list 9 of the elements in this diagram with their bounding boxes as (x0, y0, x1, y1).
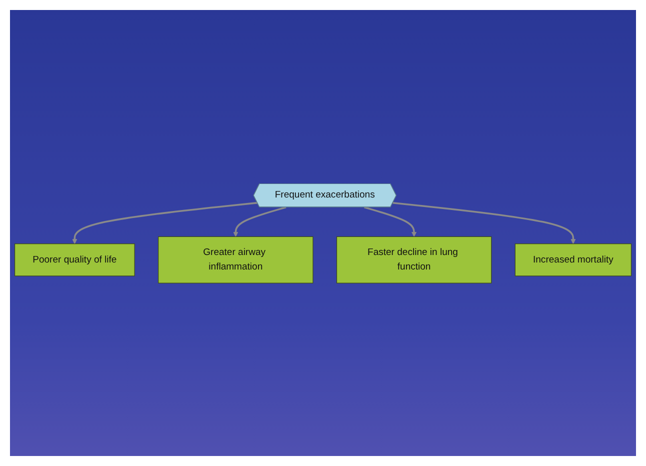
outcome-box: Greater airway inflammation (158, 236, 314, 283)
outcome-box: Poorer quality of life (14, 243, 135, 276)
outcome-box: Increased mortality (514, 243, 632, 276)
outcome-box: Faster decline in lung function (336, 236, 492, 283)
center-hexagon: Frequent exacerbations (253, 183, 396, 207)
arrow (364, 206, 417, 236)
arrow (72, 202, 258, 244)
arrow (233, 206, 286, 236)
arrow (392, 202, 576, 244)
